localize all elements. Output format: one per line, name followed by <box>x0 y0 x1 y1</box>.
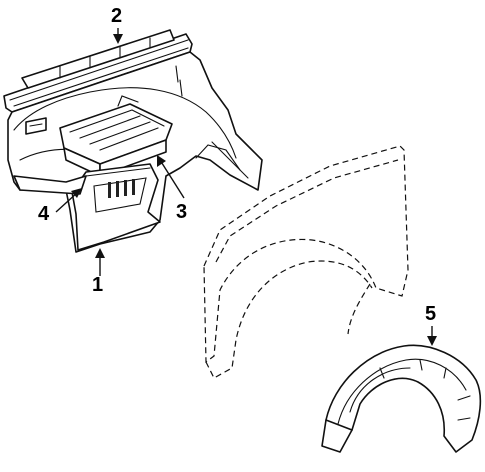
cowl-panel <box>3 29 193 113</box>
callout-4: 4 <box>38 203 50 225</box>
battery-tray <box>59 95 173 177</box>
callout-1: 1 <box>92 274 103 296</box>
callout-3: 3 <box>176 201 187 223</box>
leader-2 <box>113 28 123 44</box>
callout-5: 5 <box>425 303 436 325</box>
leader-1 <box>95 248 105 276</box>
lower-box-panel <box>13 163 161 251</box>
wheel-liner <box>321 344 482 453</box>
leader-3 <box>157 155 185 199</box>
leader-5 <box>427 326 437 346</box>
callout-2: 2 <box>111 5 122 27</box>
leader-4 <box>55 188 82 213</box>
fender-outline <box>203 145 409 379</box>
